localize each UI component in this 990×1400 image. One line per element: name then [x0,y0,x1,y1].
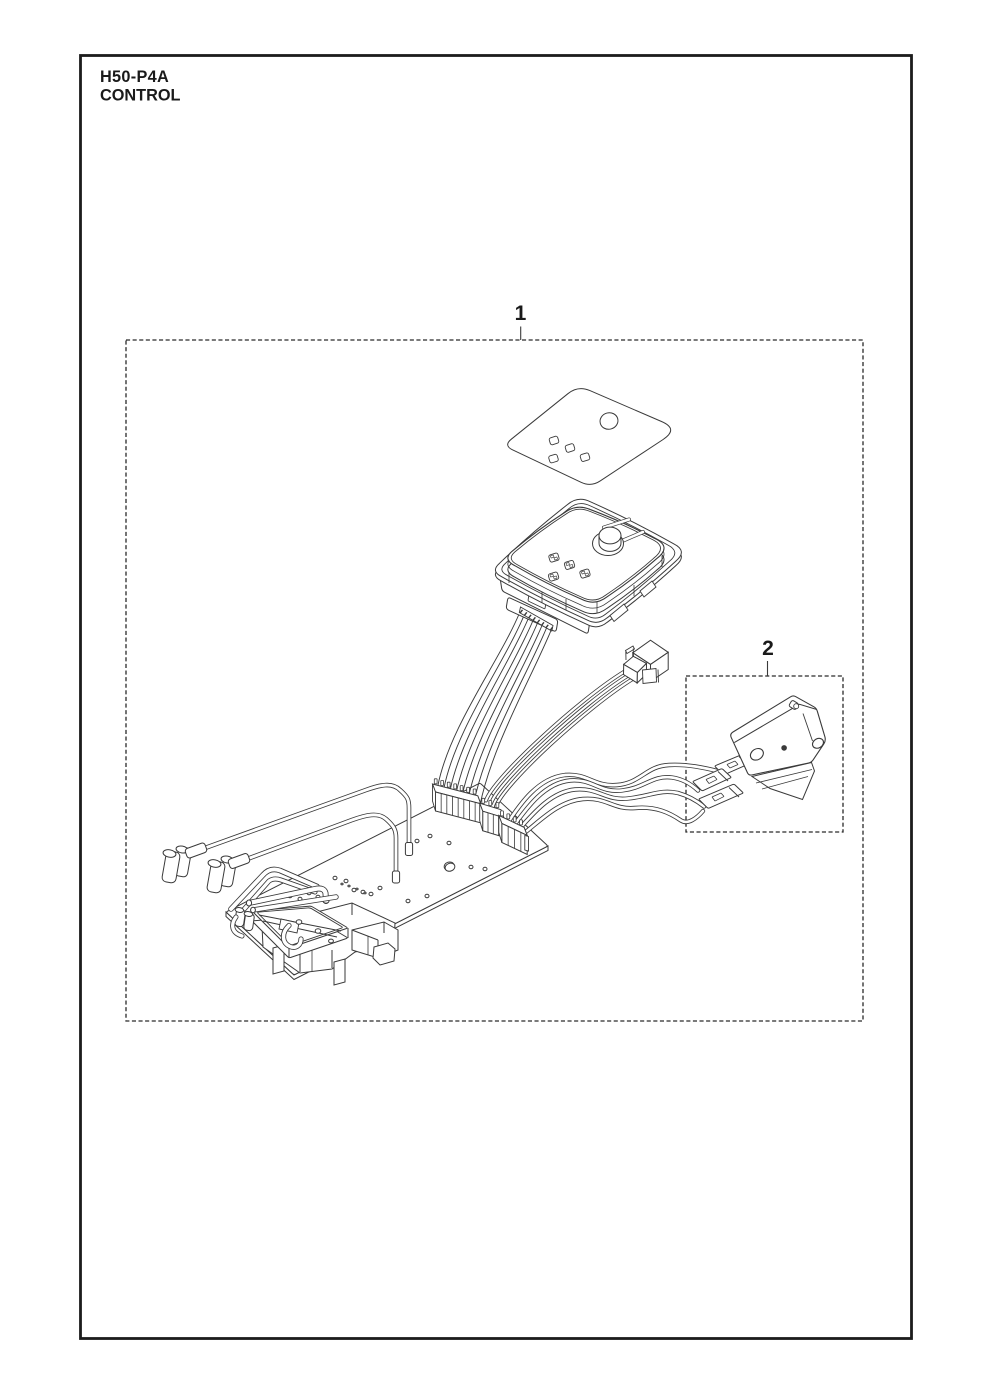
svg-text:1: 1 [515,302,527,325]
svg-text:2: 2 [762,637,774,660]
svg-text:CONTROL: CONTROL [100,87,181,105]
svg-text:H50-P4A: H50-P4A [100,68,169,86]
